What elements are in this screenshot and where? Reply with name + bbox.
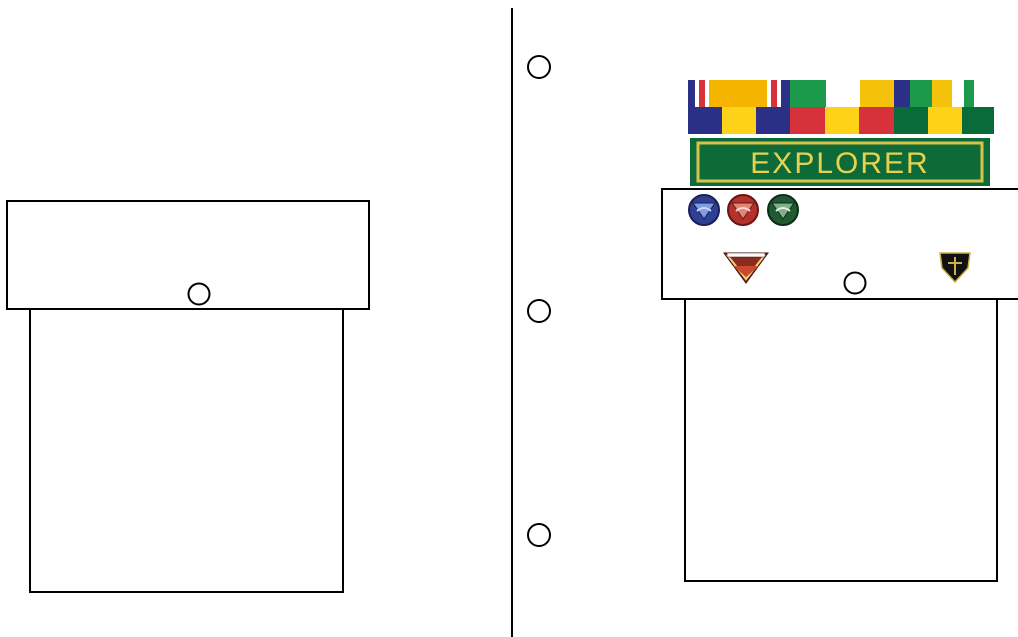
pin-green xyxy=(768,195,798,225)
class-banner: EXPLORER xyxy=(690,138,990,186)
ribbon-bar xyxy=(790,80,894,107)
right-pocket xyxy=(662,189,1018,581)
ribbon-bar xyxy=(894,80,994,107)
ribbon-bar xyxy=(894,107,994,134)
binder-hole-middle xyxy=(528,300,550,322)
ribbon-bar xyxy=(688,107,790,134)
binder-holes xyxy=(528,56,550,546)
ribbon-bar xyxy=(688,80,790,107)
right-flap-button xyxy=(845,273,866,294)
left-pocket-body xyxy=(30,305,343,592)
binder-hole-bottom xyxy=(528,524,550,546)
right-pocket-body xyxy=(685,297,997,581)
pins xyxy=(689,195,798,225)
ribbon-bars xyxy=(688,80,994,134)
left-flap-button xyxy=(189,284,210,305)
ribbon-bar xyxy=(790,107,894,134)
pin-blue xyxy=(689,195,719,225)
pin-red xyxy=(728,195,758,225)
class-banner-text: EXPLORER xyxy=(750,147,929,180)
binder-hole-top xyxy=(528,56,550,78)
left-pocket xyxy=(7,201,369,592)
